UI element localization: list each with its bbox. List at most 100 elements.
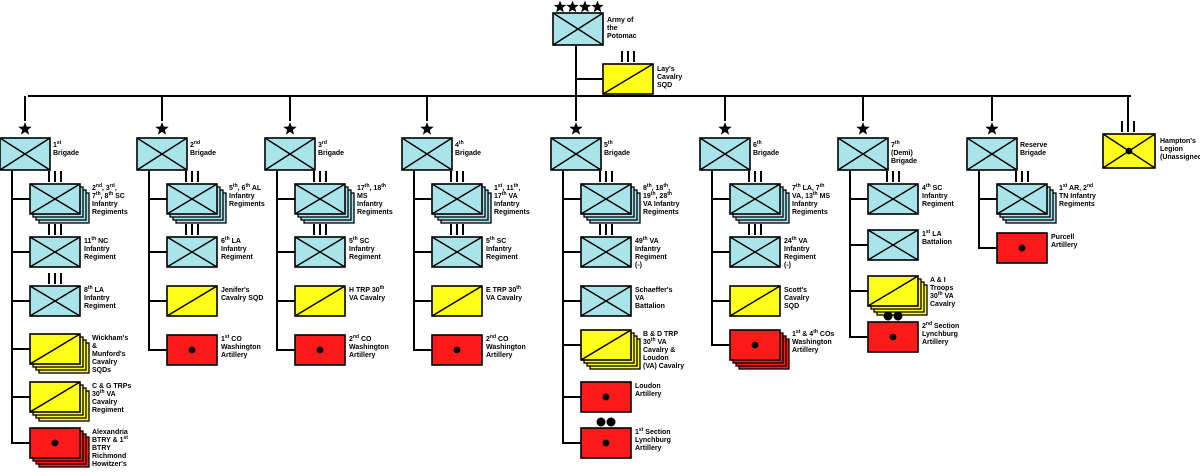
superscript: th [459,140,464,146]
label-line: 1 [635,429,639,436]
label-line: the [607,25,618,32]
label-line: Brigade [604,150,630,157]
label-line: (-) [635,262,642,269]
cavalry-symbol [29,381,90,422]
label-line: Section [932,323,959,330]
infantry-symbol [166,183,227,224]
label-line: 5 [486,238,490,245]
star-icon [553,0,567,13]
legion-dot-icon [1125,147,1133,155]
artillery-dot-icon [751,341,759,349]
label-line: CO [496,336,509,343]
infantry-cross-icon [966,137,1018,171]
superscript: th [792,236,797,242]
label-line: Artillery [635,391,662,398]
label-line: H TRP 30 [349,287,380,294]
cavalry-symbol [294,285,346,317]
label-line: , [668,185,670,192]
label-line: Infantry [792,201,818,208]
label-line: (Demi) [891,150,913,157]
label-line: Regiments [792,209,828,216]
cavalry-slash-icon [729,285,781,317]
label-line: LA [93,287,104,294]
label-line: Cavalry [92,399,117,406]
label-line: , 18 [652,185,664,192]
superscript: th [225,236,230,242]
label-line: 2 [922,323,926,330]
superscript: th [233,183,238,189]
artillery-symbol [431,334,483,366]
section-mark-icon [883,311,893,321]
cavalry-slash-icon [580,329,632,361]
label-line: SC [358,238,370,245]
infantry-cross-icon [580,183,632,215]
superscript: th [651,191,656,197]
infantry-cross-icon [401,137,453,171]
label-line: 7 [92,193,96,200]
label-line: 5 [229,185,233,192]
star-icon [566,0,579,13]
brigade-hq-symbol [837,137,889,171]
superscript: th [514,183,519,189]
label-line: Brigade [1020,150,1046,157]
label-line: AL [250,185,262,192]
cavalry-symbol [729,285,781,317]
label-line: Regiment [84,303,117,310]
artillery-symbol [867,321,919,353]
superscript: th [820,183,825,189]
infantry-cross-icon [294,183,346,215]
label-line: , 8 [101,193,109,200]
infantry-symbol [996,183,1057,224]
label-line: Lynchburg [635,437,671,444]
label-line: Cavalry [657,74,682,81]
superscript: th [757,140,762,146]
label-line: A & I [930,277,946,284]
label-line: , [518,185,520,192]
infantry-cross-icon [729,236,781,268]
star-icon [155,122,169,135]
label-line: TN Infantry [1059,193,1096,200]
label-line: LA, 7 [801,185,820,192]
superscript: rd [110,183,115,189]
label-line: 1 [792,331,796,338]
label-line: 1 [221,336,225,343]
label-line: Regiment [84,254,117,261]
label-line: (-) [784,262,791,269]
label-line: VA [943,293,954,300]
superscript: th [380,285,385,291]
label-line: NC [96,238,108,245]
label-line: Lay's [657,66,675,73]
label-line: VA [797,238,808,245]
infantry-symbol [294,183,355,224]
label-line: Cavalry SQD [221,295,263,302]
cavalry-symbol [580,329,641,370]
label-line: Troops [930,285,953,292]
infantry-symbol [29,183,90,224]
superscript: th [91,236,96,242]
label-line: LA [230,238,241,245]
label-line: Brigade [455,150,481,157]
artillery-symbol [996,232,1048,264]
label-line: SC [495,238,507,245]
superscript: st [57,140,62,146]
label-line: Infantry [784,246,810,253]
label-line: Regiment [922,201,955,208]
label-line: Regiment [635,254,668,261]
label-line: VA Cavalry [486,295,522,302]
